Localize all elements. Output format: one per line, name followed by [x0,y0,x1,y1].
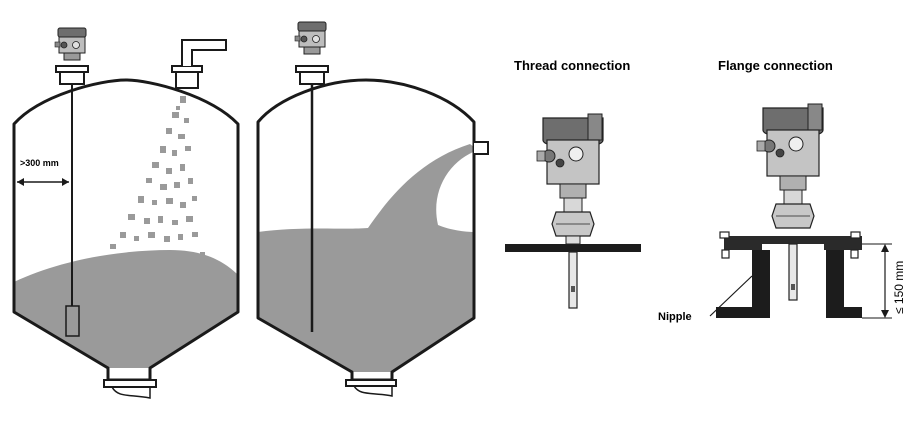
tank-2-outline [256,78,476,382]
level-sensor-icon [756,103,824,229]
level-sensor-icon [536,113,604,237]
tank-1-outline [12,78,240,382]
thread-connection-detail: Thread connection [505,58,641,309]
tank-1-weight [65,305,80,337]
flange-connection-detail: Flange connection [658,58,906,323]
thread-probe-rod [568,251,578,309]
level-sensor-icon [294,21,327,55]
tank-1-material [14,250,238,368]
tank-1: >300 mm [12,27,240,399]
tank-2 [256,21,489,397]
height-limit-label: ≤ 150 mm [892,261,906,314]
thread-vessel-wall [505,244,641,252]
flange-probe-rod [788,243,798,301]
distance-label: >300 mm [20,158,59,168]
tank-1-falling-powder [110,96,205,257]
thread-connection-title: Thread connection [514,58,630,73]
flange-connection-title: Flange connection [718,58,833,73]
nipple-label: Nipple [658,311,692,323]
level-sensor-icon [54,27,87,61]
flange-plate [724,236,862,244]
